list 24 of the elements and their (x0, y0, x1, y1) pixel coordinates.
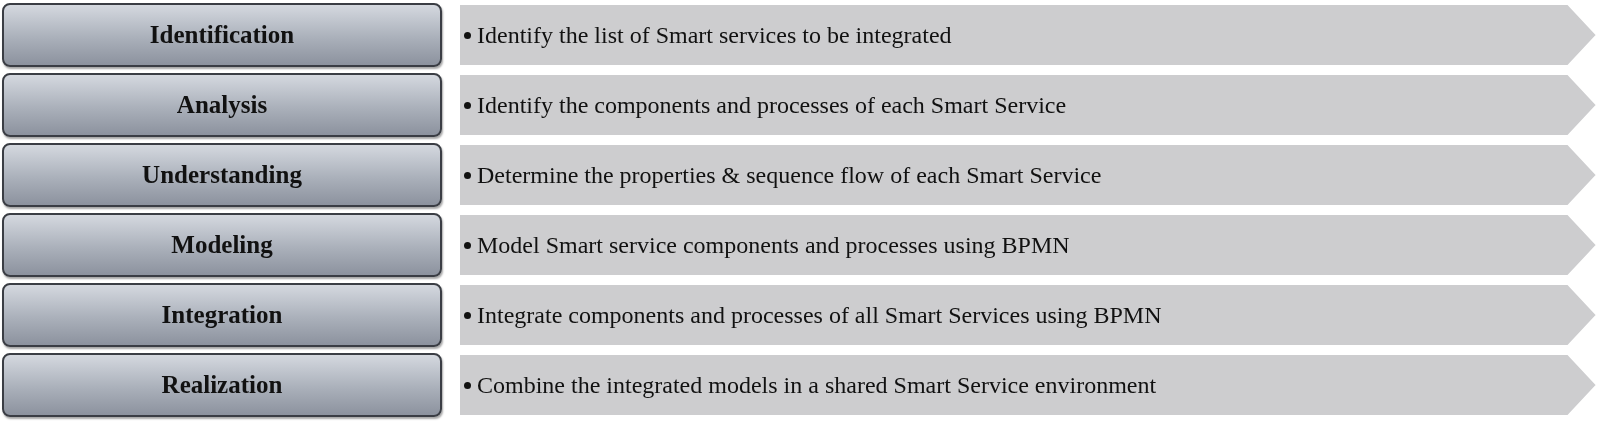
step-title: Integration (161, 301, 283, 329)
step-box (2, 353, 442, 417)
step-description: Identify the list of Smart services to be integrated (477, 21, 952, 49)
step-title: Analysis (176, 91, 268, 119)
arrow-band (458, 213, 1598, 277)
step-box (2, 73, 442, 137)
step-description: Combine the integrated models in a shared Smart Service environment (477, 371, 1157, 399)
step-title: Realization (161, 371, 283, 399)
arrow-band (458, 353, 1598, 417)
arrow-band (458, 283, 1598, 347)
step-description: Identify the components and processes of each Smart Service (477, 91, 1067, 119)
step-title: Modeling (171, 231, 273, 259)
step-box (2, 213, 442, 277)
step-description: Determine the properties & sequence flow of each Smart Service (477, 161, 1102, 189)
arrow-band (458, 3, 1598, 67)
step-box (2, 3, 442, 67)
step-description: Model Smart service components and processes using BPMN (477, 231, 1070, 259)
step-description: Integrate components and processes of all Smart Services using BPMN (477, 301, 1162, 329)
step-title: Understanding (142, 161, 302, 189)
step-box (2, 283, 442, 347)
step-title: Identification (149, 21, 295, 49)
arrow-band (458, 143, 1598, 207)
arrow-band (458, 73, 1598, 137)
step-box (2, 143, 442, 207)
